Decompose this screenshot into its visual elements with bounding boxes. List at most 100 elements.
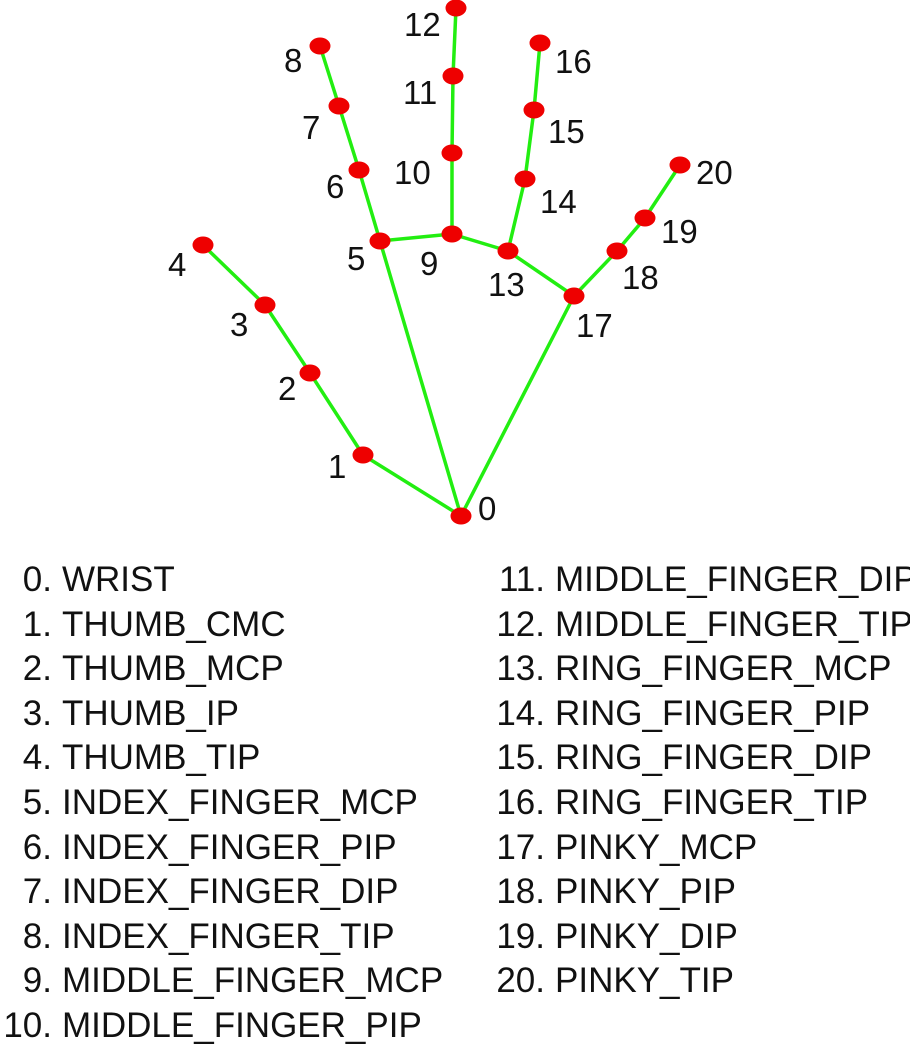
landmark-number-label-1: 1: [328, 448, 346, 485]
legend-item-number: 13.: [496, 649, 545, 689]
legend-item-name: PINKY_PIP: [555, 872, 736, 912]
legend-item-number: 0.: [22, 560, 52, 599]
legend-item-4: 4.THUMB_TIP: [0, 736, 443, 781]
legend-item-13: 13.RING_FINGER_MCP: [492, 647, 910, 692]
legend-item-number: 4.: [22, 738, 52, 778]
legend-item-number: 15.: [496, 738, 545, 778]
connection-7-8: [318, 44, 341, 108]
landmark-point-3: [254, 296, 276, 314]
legend-item-7: 7.INDEX_FINGER_DIP: [0, 870, 443, 915]
connection-19-20: [643, 163, 682, 220]
legend-item-number: 14.: [496, 693, 545, 733]
landmark-point-2: [299, 364, 321, 382]
legend-item-name: THUMB_TIP: [62, 738, 261, 778]
connection-5-9: [378, 232, 454, 243]
landmark-number-label-19: 19: [661, 213, 698, 250]
legend-item-name: WRIST: [62, 560, 175, 599]
legend-item-2: 2.THUMB_MCP: [0, 647, 443, 692]
landmark-point-0: [450, 507, 472, 525]
landmark-point-20: [669, 156, 691, 174]
legend-item-name: MIDDLE_FINGER_PIP: [62, 1005, 422, 1045]
legend-item-number: 9.: [22, 961, 52, 1001]
legend-item-number: 3.: [22, 693, 52, 733]
landmark-number-label-4: 4: [168, 246, 186, 283]
connection-5-6: [357, 168, 382, 243]
connection-3-4: [201, 243, 267, 307]
landmark-point-11: [442, 67, 464, 85]
legend-item-15: 15.RING_FINGER_DIP: [492, 736, 910, 781]
connection-0-17: [459, 294, 576, 518]
landmark-point-8: [309, 37, 331, 55]
landmark-number-label-15: 15: [548, 113, 585, 150]
legend-item-0: 0. WRIST: [0, 558, 443, 603]
legend-item-10: 10.MIDDLE_FINGER_PIP: [0, 1004, 443, 1049]
legend-item-3: 3.THUMB_IP: [0, 692, 443, 737]
legend-item-number: 12.: [496, 604, 545, 644]
legend-item-number: 8.: [22, 916, 52, 956]
landmark-number-label-8: 8: [284, 42, 302, 79]
legend-item-number: 2.: [22, 649, 52, 689]
landmark-point-10: [441, 144, 463, 162]
legend-item-name: RING_FINGER_TIP: [555, 782, 869, 822]
legend-item-number: 5.: [22, 782, 52, 822]
landmark-number-label-18: 18: [622, 259, 659, 296]
legend-item-name: RING_FINGER_MCP: [555, 649, 892, 689]
landmark-points: [192, 0, 691, 525]
landmark-number-label-5: 5: [347, 240, 365, 277]
landmark-point-16: [529, 34, 551, 52]
landmark-point-18: [606, 242, 628, 260]
legend-item-number: 7.: [22, 872, 52, 912]
landmark-point-6: [348, 161, 370, 179]
landmark-number-label-3: 3: [230, 306, 248, 343]
legend-item-name: MIDDLE_FINGER_DIP: [555, 560, 910, 599]
landmark-number-label-14: 14: [540, 183, 577, 220]
connection-13-14: [506, 177, 527, 253]
landmark-point-19: [634, 209, 656, 227]
landmark-point-12: [445, 0, 467, 17]
legend-item-17: 17.PINKY_MCP: [492, 826, 910, 871]
connection-2-3: [263, 303, 312, 375]
legend-item-16: 16.RING_FINGER_TIP: [492, 781, 910, 826]
legend-item-14: 14.RING_FINGER_PIP: [492, 692, 910, 737]
legend-item-12: 12.MIDDLE_FINGER_TIP: [492, 603, 910, 648]
connection-0-5: [378, 239, 463, 518]
legend-item-name: RING_FINGER_PIP: [555, 693, 871, 733]
connection-0-1: [361, 453, 463, 518]
legend-item-9: 9.MIDDLE_FINGER_MCP: [0, 959, 443, 1004]
landmark-number-label-13: 13: [488, 266, 525, 303]
landmark-point-15: [523, 101, 545, 119]
legend-item-8: 8.INDEX_FINGER_TIP: [0, 915, 443, 960]
connection-17-18: [572, 249, 619, 298]
landmark-point-9: [441, 225, 463, 243]
legend-item-number: 16.: [496, 782, 545, 822]
connection-6-7: [337, 104, 361, 172]
legend-item-name: MIDDLE_FINGER_TIP: [555, 604, 910, 644]
legend-item-name: INDEX_FINGER_MCP: [62, 782, 418, 822]
legend-item-number: 6.: [22, 827, 52, 867]
legend-item-name: RING_FINGER_DIP: [555, 738, 872, 778]
landmark-point-14: [514, 170, 536, 188]
landmark-number-label-17: 17: [576, 307, 613, 344]
legend-item-name: INDEX_FINGER_DIP: [62, 872, 399, 912]
connection-14-15: [523, 108, 536, 181]
legend-item-name: PINKY_MCP: [555, 827, 758, 867]
landmark-number-label-0: 0: [478, 490, 496, 527]
legend-item-name: PINKY_TIP: [555, 961, 734, 1001]
legend-item-number: 1.: [22, 604, 52, 644]
landmark-number-label-2: 2: [278, 370, 296, 407]
landmark-point-5: [369, 232, 391, 250]
landmark-point-17: [563, 287, 585, 305]
legend-item-number: 17.: [496, 827, 545, 867]
legend-item-number: 10.: [3, 1005, 52, 1045]
legend-item-5: 5.INDEX_FINGER_MCP: [0, 781, 443, 826]
legend-item-number: 20.: [496, 961, 545, 1001]
legend-item-number: 18.: [496, 872, 545, 912]
landmark-point-4: [192, 236, 214, 254]
connection-1-2: [308, 371, 365, 457]
landmark-point-13: [497, 242, 519, 260]
landmark-number-label-16: 16: [555, 43, 592, 80]
landmark-number-label-10: 10: [394, 154, 431, 191]
